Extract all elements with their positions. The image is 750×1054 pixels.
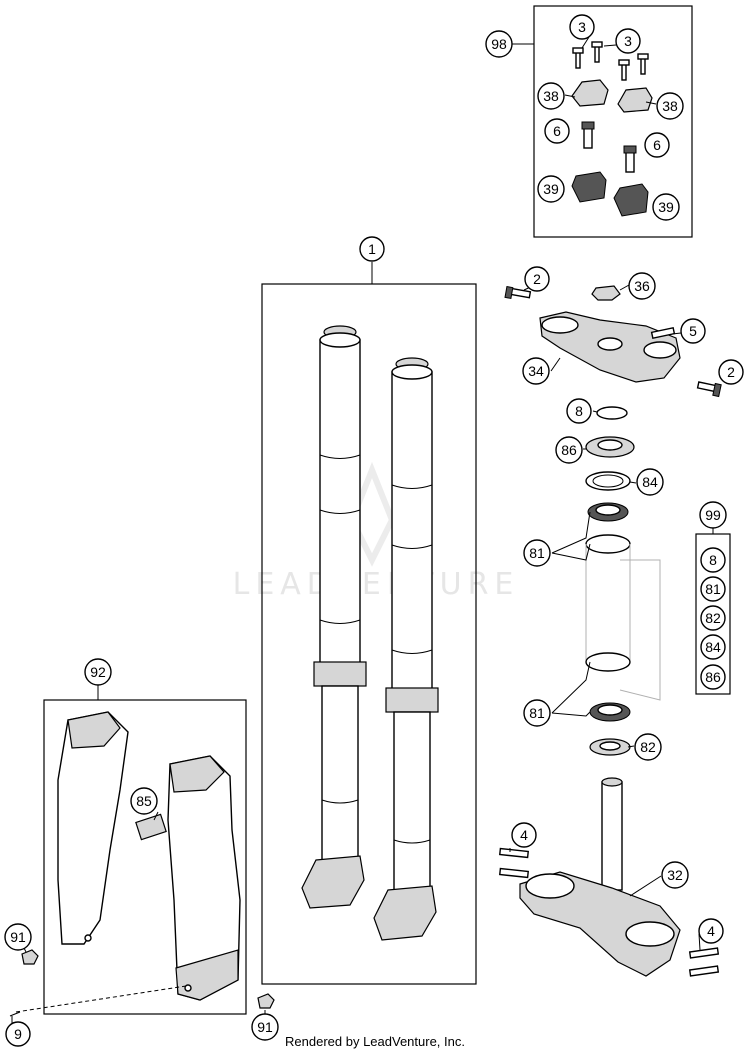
callout-85[interactable]: 85 xyxy=(130,787,158,815)
callout-1[interactable]: 1 xyxy=(359,236,385,262)
steering-bearing-parts xyxy=(585,406,661,756)
callout-number: 84 xyxy=(642,474,658,490)
footer-credit: Rendered by LeadVenture, Inc. xyxy=(285,1034,465,1049)
callout-number: 98 xyxy=(491,36,507,52)
kit-98-box xyxy=(512,5,693,238)
callout-number: 38 xyxy=(543,88,559,104)
clamp-bolt-part xyxy=(581,121,637,173)
callout-number: 1 xyxy=(368,241,376,257)
fork-guard-left-part xyxy=(57,711,129,945)
handlebar-clamp-base-part xyxy=(571,171,649,217)
callout-number: 39 xyxy=(658,199,674,215)
watermark-text: LEADVENTURE xyxy=(233,567,520,602)
callout-8[interactable]: 8 xyxy=(566,398,592,424)
callout-number: 86 xyxy=(561,442,577,458)
upper-triple-clamp-part xyxy=(504,285,722,398)
callout-6[interactable]: 6 xyxy=(544,118,570,144)
callout-5[interactable]: 5 xyxy=(680,318,706,344)
callout-number: 9 xyxy=(14,1026,22,1042)
callout-number: 99 xyxy=(705,507,721,523)
callout-99[interactable]: 99 xyxy=(699,501,727,529)
callout-number: 8 xyxy=(709,552,717,568)
callout-84[interactable]: 84 xyxy=(636,468,664,496)
callout-number: 82 xyxy=(640,739,656,755)
callout-number: 86 xyxy=(705,669,721,685)
callout-number: 39 xyxy=(543,181,559,197)
callout-82[interactable]: 82 xyxy=(634,733,662,761)
callout-number: 2 xyxy=(727,364,735,380)
callout-98[interactable]: 98 xyxy=(485,30,513,58)
callout-number: 91 xyxy=(10,929,26,945)
callout-38[interactable]: 38 xyxy=(537,82,565,110)
screw-part xyxy=(572,41,649,81)
watermark: LEADVENTURE xyxy=(233,461,520,602)
callout-39[interactable]: 39 xyxy=(652,193,680,221)
callout-number: 5 xyxy=(689,323,697,339)
callout-2[interactable]: 2 xyxy=(524,266,550,292)
fork-assembly-box xyxy=(261,262,477,985)
callout-number: 36 xyxy=(634,278,650,294)
callout-number: 3 xyxy=(578,19,586,35)
callout-number: 34 xyxy=(528,363,544,379)
callout-number: 2 xyxy=(533,271,541,287)
callout-34[interactable]: 34 xyxy=(522,357,550,385)
callout-number: 85 xyxy=(136,793,152,809)
callout-9[interactable]: 9 xyxy=(5,1021,31,1047)
callout-number: 6 xyxy=(553,123,561,139)
callout-number: 91 xyxy=(257,1019,273,1035)
callout-number: 3 xyxy=(624,33,632,49)
callout-number: 6 xyxy=(653,137,661,153)
callout-number: 81 xyxy=(529,705,545,721)
kit-99-item-8[interactable]: 8 xyxy=(700,547,726,573)
callout-81[interactable]: 81 xyxy=(523,699,551,727)
fork-guard-right-part xyxy=(167,755,241,1001)
callout-38[interactable]: 38 xyxy=(656,92,684,120)
cable-guide-part xyxy=(135,813,167,841)
callout-86[interactable]: 86 xyxy=(555,436,583,464)
callout-number: 81 xyxy=(529,545,545,561)
callout-6[interactable]: 6 xyxy=(644,132,670,158)
fork-leg-left-part xyxy=(301,325,367,909)
callout-number: 4 xyxy=(707,923,715,939)
callout-92[interactable]: 92 xyxy=(84,658,112,686)
callout-number: 92 xyxy=(90,664,106,680)
kit-99-item-81[interactable]: 81 xyxy=(700,576,726,602)
kit-99-item-84[interactable]: 84 xyxy=(700,634,726,660)
callout-3[interactable]: 3 xyxy=(615,28,641,54)
callout-36[interactable]: 36 xyxy=(628,272,656,300)
callouts: 98 3 3 38 38 6 6 39 39 1 2 36 5 34 2 8 8… xyxy=(4,14,744,1047)
handlebar-clamp-top-part xyxy=(571,79,653,113)
callout-3[interactable]: 3 xyxy=(569,14,595,40)
callout-4[interactable]: 4 xyxy=(511,822,537,848)
callout-32[interactable]: 32 xyxy=(661,861,689,889)
callout-91[interactable]: 91 xyxy=(4,923,32,951)
callout-number: 8 xyxy=(575,403,583,419)
fork-leg-right-part xyxy=(373,357,439,941)
callout-number: 82 xyxy=(705,610,721,626)
lower-triple-clamp-part xyxy=(498,777,720,977)
callout-4[interactable]: 4 xyxy=(698,918,724,944)
callout-number: 84 xyxy=(705,639,721,655)
kit-99-item-82[interactable]: 82 xyxy=(700,605,726,631)
callout-number: 4 xyxy=(520,827,528,843)
callout-91[interactable]: 91 xyxy=(251,1013,279,1041)
callout-number: 81 xyxy=(705,581,721,597)
callout-39[interactable]: 39 xyxy=(537,175,565,203)
screw-91-part xyxy=(9,949,275,1017)
fork-guard-box xyxy=(15,684,247,1015)
callout-2[interactable]: 2 xyxy=(718,359,744,385)
kit-99-item-86[interactable]: 86 xyxy=(700,664,726,690)
callout-81[interactable]: 81 xyxy=(523,539,551,567)
callout-number: 32 xyxy=(667,867,683,883)
callout-number: 38 xyxy=(662,98,678,114)
